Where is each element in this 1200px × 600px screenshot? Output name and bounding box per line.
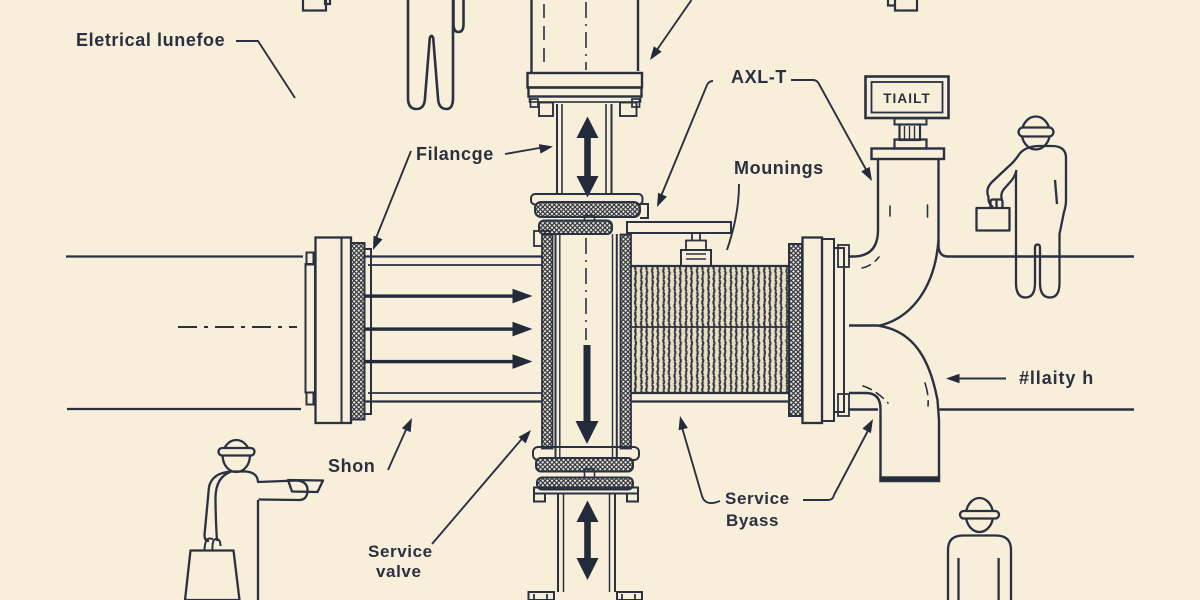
svg-text:AXL-T: AXL-T bbox=[731, 67, 787, 87]
svg-text:Service: Service bbox=[368, 542, 433, 561]
svg-text:#llaity h: #llaity h bbox=[1019, 368, 1094, 388]
svg-text:Filancge: Filancge bbox=[416, 144, 494, 164]
svg-text:Shon: Shon bbox=[328, 456, 375, 476]
svg-text:Byass: Byass bbox=[726, 511, 779, 530]
svg-text:Eletrical lunefoe: Eletrical lunefoe bbox=[76, 30, 225, 50]
svg-text:Mounings: Mounings bbox=[734, 158, 824, 178]
svg-text:valve: valve bbox=[376, 562, 422, 581]
svg-text:TIAILT: TIAILT bbox=[883, 91, 931, 106]
svg-text:Service: Service bbox=[725, 489, 790, 508]
